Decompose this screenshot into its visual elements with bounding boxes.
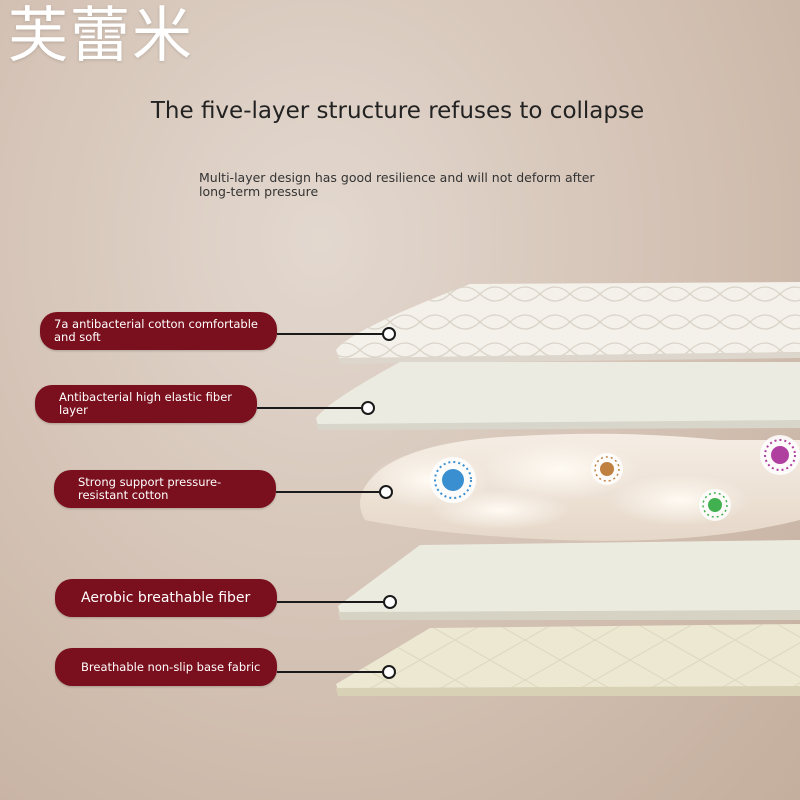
layer-label-2: Antibacterial high elastic fiber layer bbox=[35, 385, 257, 423]
subtext: Multi-layer design has good resilience a… bbox=[199, 170, 595, 199]
layer-quilted-top bbox=[336, 282, 800, 364]
layer-label-text: 7a antibacterial cotton comfortable and … bbox=[54, 317, 258, 344]
connector-line bbox=[276, 491, 380, 493]
bacteria-icon bbox=[760, 435, 800, 475]
callout-dot bbox=[361, 401, 375, 415]
connector-line bbox=[277, 671, 383, 673]
bacteria-icon bbox=[591, 453, 623, 485]
layer-label-3: Strong support pressure-resistant cotton bbox=[54, 470, 276, 508]
brand-logo-text: 芙蕾米 bbox=[8, 1, 194, 71]
connector-line bbox=[257, 407, 362, 409]
layer-label-text: Antibacterial high elastic fiber layer bbox=[59, 390, 232, 417]
layer-label-1: 7a antibacterial cotton comfortable and … bbox=[40, 312, 277, 350]
callout-dot bbox=[382, 665, 396, 679]
layer-breathable-fiber bbox=[338, 540, 800, 620]
layer-label-4: Aerobic breathable fiber bbox=[55, 579, 277, 617]
bacteria-icon bbox=[699, 489, 731, 521]
callout-dot bbox=[383, 595, 397, 609]
layer-label-5: Breathable non-slip base fabric bbox=[55, 648, 277, 686]
callout-dot bbox=[379, 485, 393, 499]
connector-line bbox=[277, 601, 384, 603]
headline: The five-layer structure refuses to coll… bbox=[150, 98, 645, 124]
bacteria-icon bbox=[430, 457, 476, 503]
callout-dot bbox=[382, 327, 396, 341]
layer-label-text: Breathable non-slip base fabric bbox=[81, 659, 261, 674]
layer-base-fabric bbox=[336, 624, 800, 696]
layer-label-text: Strong support pressure-resistant cotton bbox=[78, 475, 222, 502]
layer-elastic-fiber bbox=[316, 362, 800, 430]
layer-support-cotton bbox=[360, 433, 800, 541]
layer-label-text: Aerobic breathable fiber bbox=[81, 589, 251, 606]
connector-line bbox=[277, 333, 383, 335]
